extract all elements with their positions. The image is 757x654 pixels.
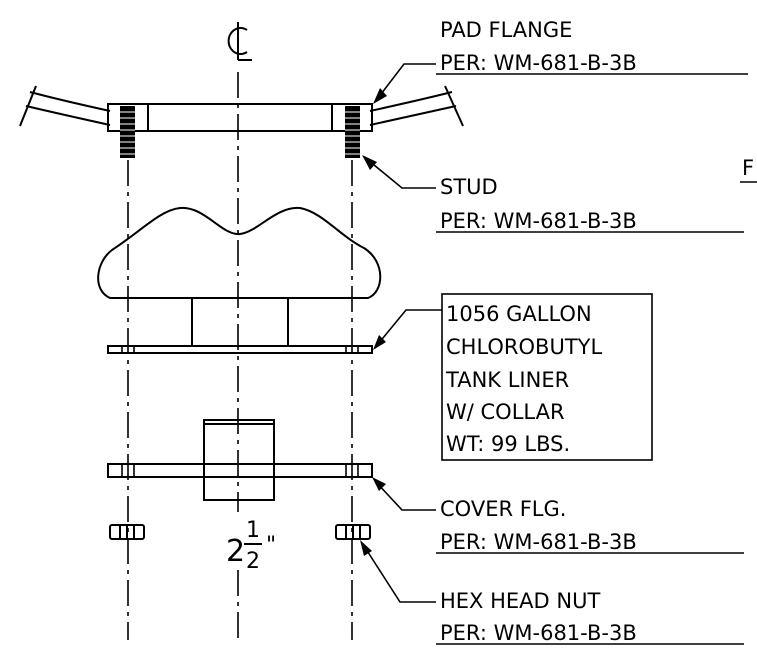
hex-nut-left: [109, 524, 145, 540]
stud-ref: PER: WM-681-B-3B: [440, 209, 637, 233]
stud-right: [345, 106, 360, 158]
dimension-numerator: 1: [246, 518, 260, 543]
tank-wall: [19, 85, 464, 127]
dimension-label: 2 1 2 ": [222, 512, 286, 574]
dimension-whole: 2: [226, 534, 245, 569]
dimension-denominator: 2: [246, 549, 260, 574]
callout-cover-flange: COVER FLG. PER: WM-681-B-3B: [372, 477, 744, 554]
stud-title: STUD: [440, 175, 498, 199]
tank-liner-line-2: CHLOROBUTYL: [446, 335, 602, 359]
cover-flange-ref: PER: WM-681-B-3B: [440, 530, 637, 554]
pad-flange: [107, 103, 373, 132]
dimension-unit: ": [266, 533, 276, 558]
tank-liner-line-1: 1056 GALLON: [446, 302, 592, 326]
hex-nut-ref: PER: WM-681-B-3B: [440, 621, 637, 645]
tank-liner: [97, 206, 382, 346]
cover-flange: [107, 463, 373, 478]
hex-nut-title: HEX HEAD NUT: [440, 589, 600, 613]
edge-partial-label: F: [740, 156, 757, 183]
hex-nut-right: [335, 524, 371, 540]
fitting: [203, 419, 275, 501]
stud-left: [120, 106, 135, 158]
callout-pad-flange: PAD FLANGE PER: WM-681-B-3B: [373, 18, 748, 104]
centerline-symbol: [227, 22, 252, 61]
pad-flange-title: PAD FLANGE: [440, 18, 572, 42]
cover-flange-title: COVER FLG.: [440, 497, 566, 521]
pad-flange-ref: PER: WM-681-B-3B: [440, 51, 637, 75]
tank-liner-line-5: WT: 99 LBS.: [446, 432, 570, 456]
callout-stud: STUD PER: WM-681-B-3B: [362, 155, 744, 233]
tank-liner-line-3: TANK LINER: [445, 368, 569, 392]
svg-text:F: F: [742, 156, 754, 180]
callout-tank-liner: 1056 GALLON CHLOROBUTYL TANK LINER W/ CO…: [373, 293, 653, 461]
liner-collar-flange: [107, 345, 373, 354]
tank-liner-line-4: W/ COLLAR: [446, 400, 565, 424]
callout-hex-nut: HEX HEAD NUT PER: WM-681-B-3B: [360, 540, 744, 645]
